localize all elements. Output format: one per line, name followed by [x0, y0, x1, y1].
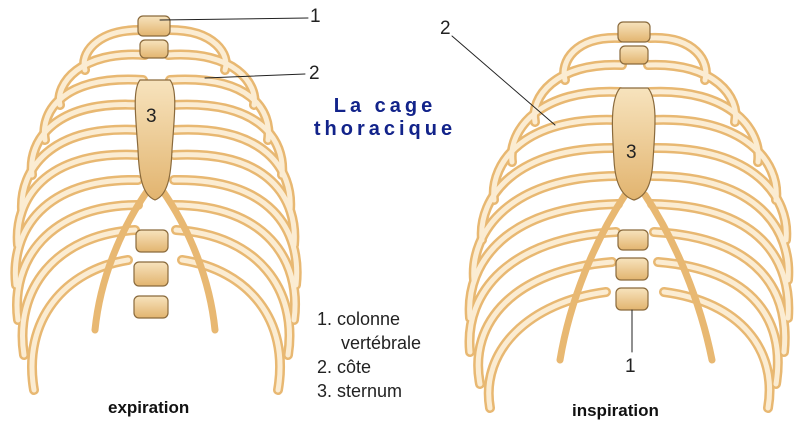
legend-item-2: 2. côte [317, 355, 421, 379]
legend-item-3: 3. sternum [317, 379, 421, 403]
title-line-1: La cage [290, 95, 480, 118]
expiration-label-sternum: 3 [146, 106, 157, 128]
expiration-caption: expiration [108, 398, 189, 418]
legend-item-1-cont: vertébrale [317, 331, 421, 355]
legend-item-1: 1. colonne [317, 307, 421, 331]
inspiration-caption: inspiration [572, 401, 659, 421]
inspiration-label-sternum: 3 [626, 142, 637, 164]
inspiration-label-rib: 2 [440, 18, 451, 40]
legend: 1. colonne vertébrale 2. côte 3. sternum [317, 307, 421, 403]
title-line-2: thoracique [290, 118, 480, 141]
expiration-rib-cage [15, 16, 308, 390]
inspiration-rib-cage [452, 22, 788, 408]
expiration-label-spine: 1 [310, 6, 321, 28]
expiration-label-rib: 2 [309, 63, 320, 85]
inspiration-label-spine: 1 [625, 356, 636, 378]
diagram-title: La cage thoracique [290, 95, 480, 141]
